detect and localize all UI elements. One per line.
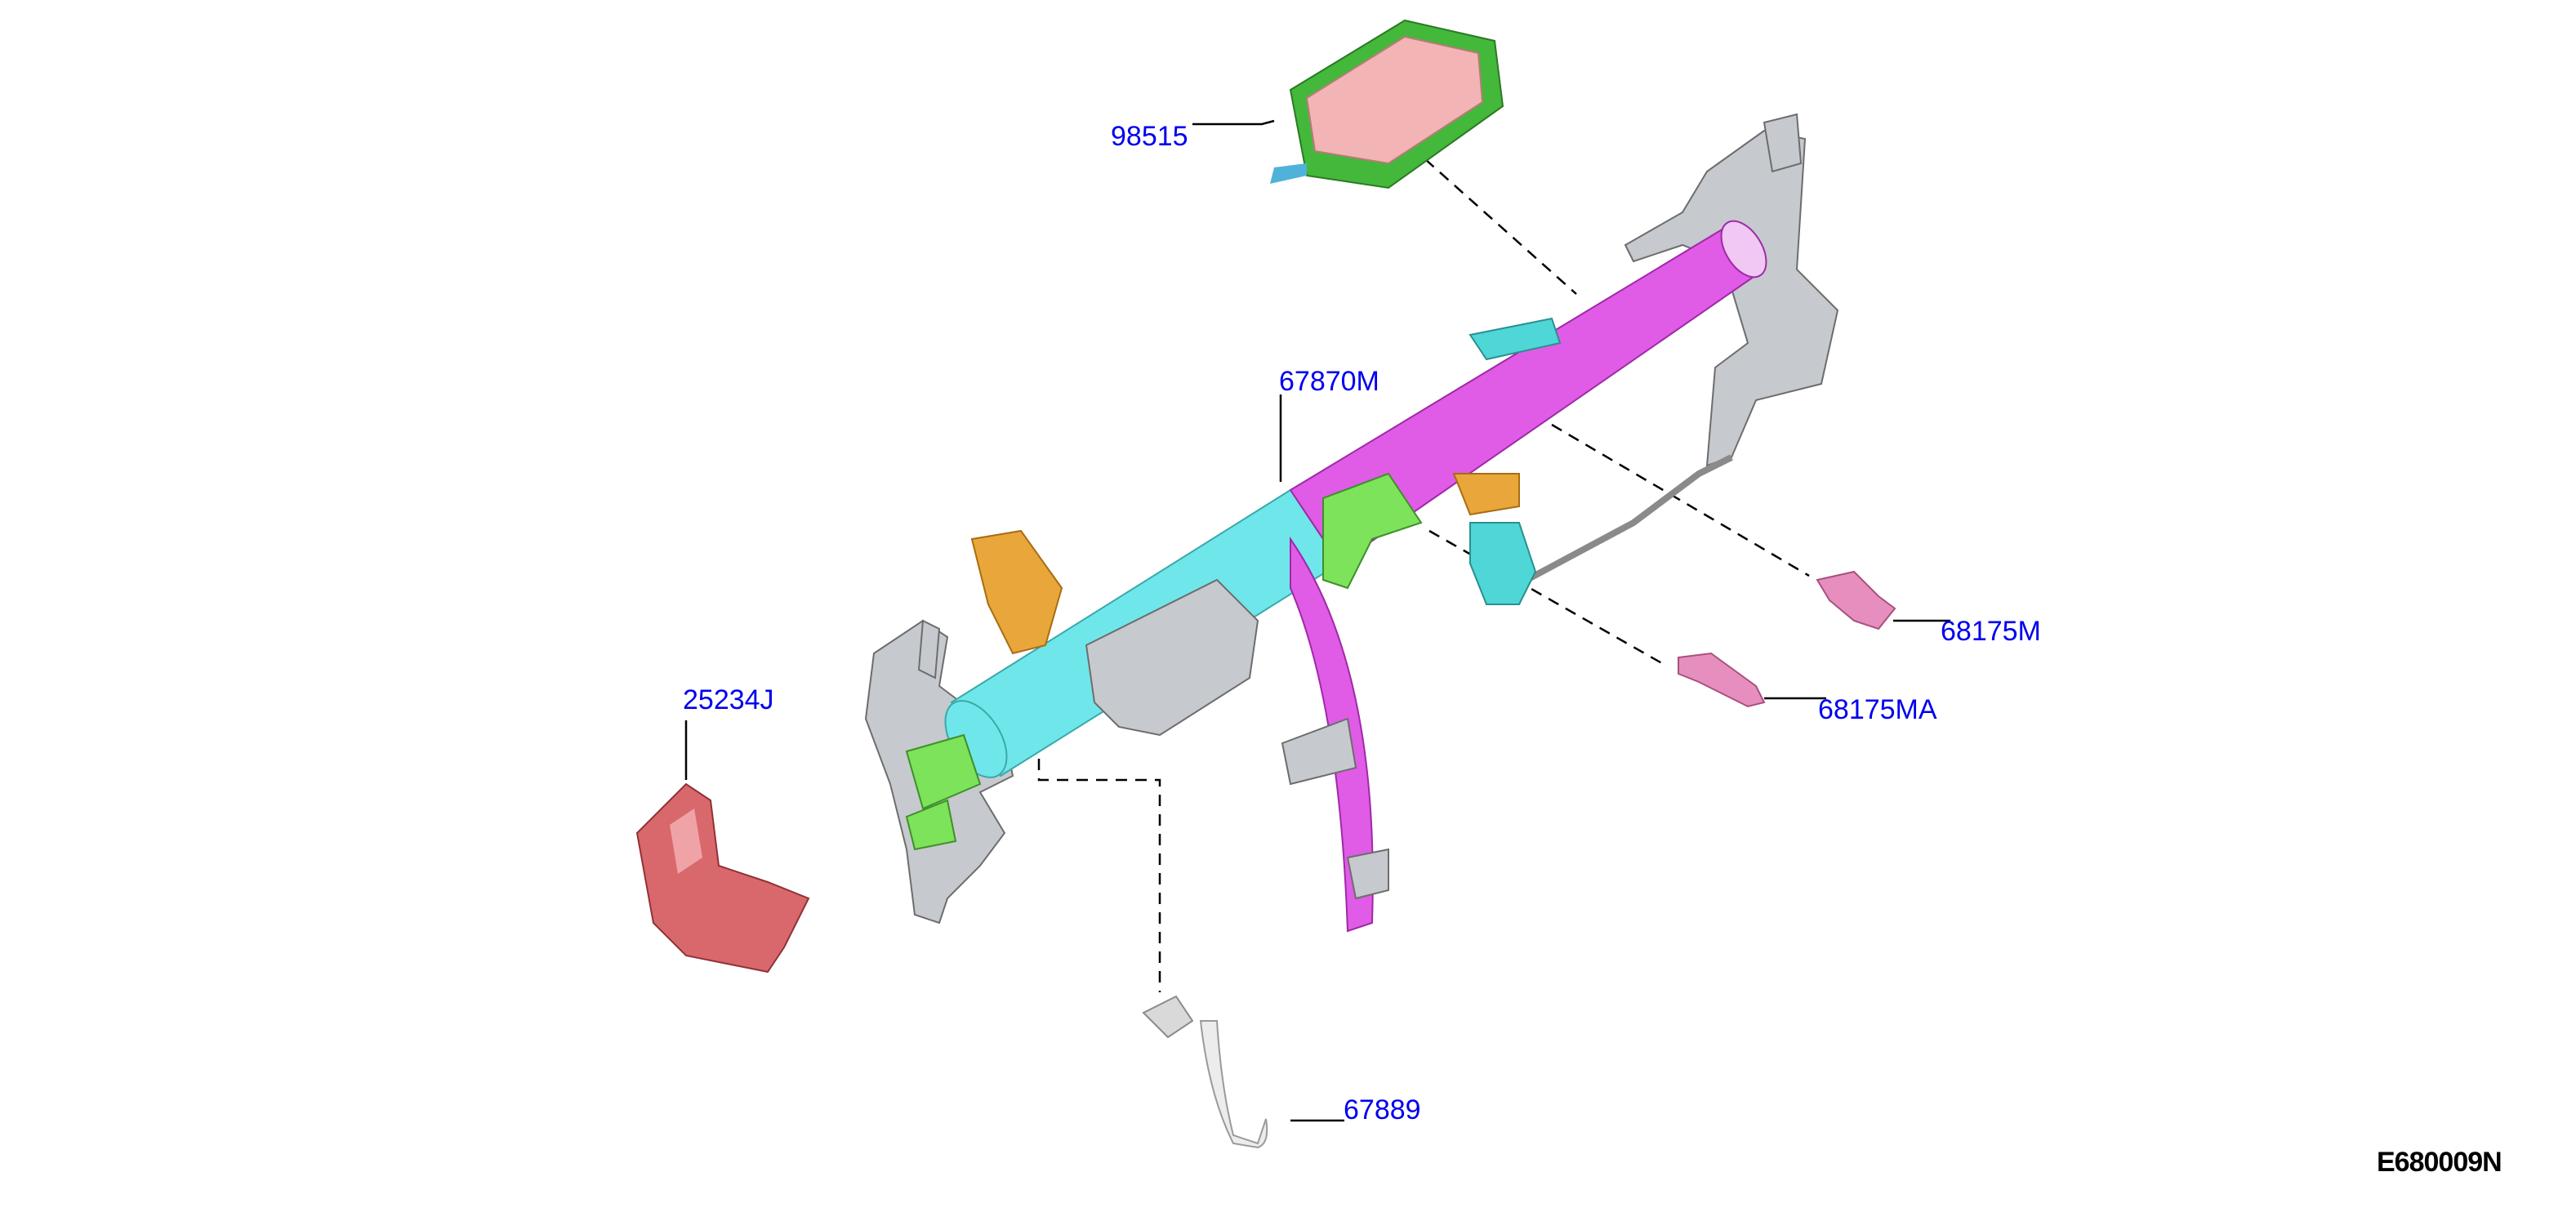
part-labels: 98515 67870M 68175M 68175MA 25234J 67889… [683, 121, 2502, 1178]
stay-rod [1518, 454, 1733, 587]
bracket-68175MA[interactable] [1678, 652, 1766, 708]
airbag-module[interactable] [1270, 19, 1504, 189]
dash-67889 [1037, 739, 1161, 992]
dash-68175M [1551, 423, 1810, 577]
steering-member-assembly[interactable] [864, 113, 1839, 933]
steering-column-bracket [1085, 578, 1259, 737]
green-bracket-center [1322, 472, 1423, 590]
leader-98515 [1192, 119, 1275, 126]
leader-lines [684, 119, 1950, 1122]
bracket-68175M[interactable] [1816, 570, 1896, 631]
part-label-25234J[interactable]: 25234J [683, 684, 774, 715]
part-label-67870M[interactable]: 67870M [1279, 366, 1379, 397]
green-bracket-left [905, 733, 982, 810]
part-label-68175MA[interactable]: 68175MA [1818, 694, 1937, 725]
part-label-98515[interactable]: 98515 [1111, 121, 1188, 152]
right-end-bracket [1624, 113, 1839, 467]
teal-bracket-top [1468, 317, 1562, 361]
orange-bracket-center [1452, 473, 1520, 516]
support-mount-bracket [1281, 717, 1357, 786]
part-label-67889[interactable]: 67889 [1344, 1094, 1421, 1125]
drawing-code: E680009N [2377, 1147, 2502, 1178]
bracket-25234J[interactable] [635, 782, 810, 974]
dash-68175MA [1428, 529, 1667, 667]
orange-bracket-left [970, 529, 1063, 655]
dashed-reference-lines [1037, 158, 1810, 992]
teal-bracket-center [1469, 522, 1537, 605]
part-label-68175M[interactable]: 68175M [1941, 616, 2041, 647]
pipe-67889[interactable] [1142, 995, 1268, 1149]
dash-airbag-to-member [1424, 158, 1577, 295]
